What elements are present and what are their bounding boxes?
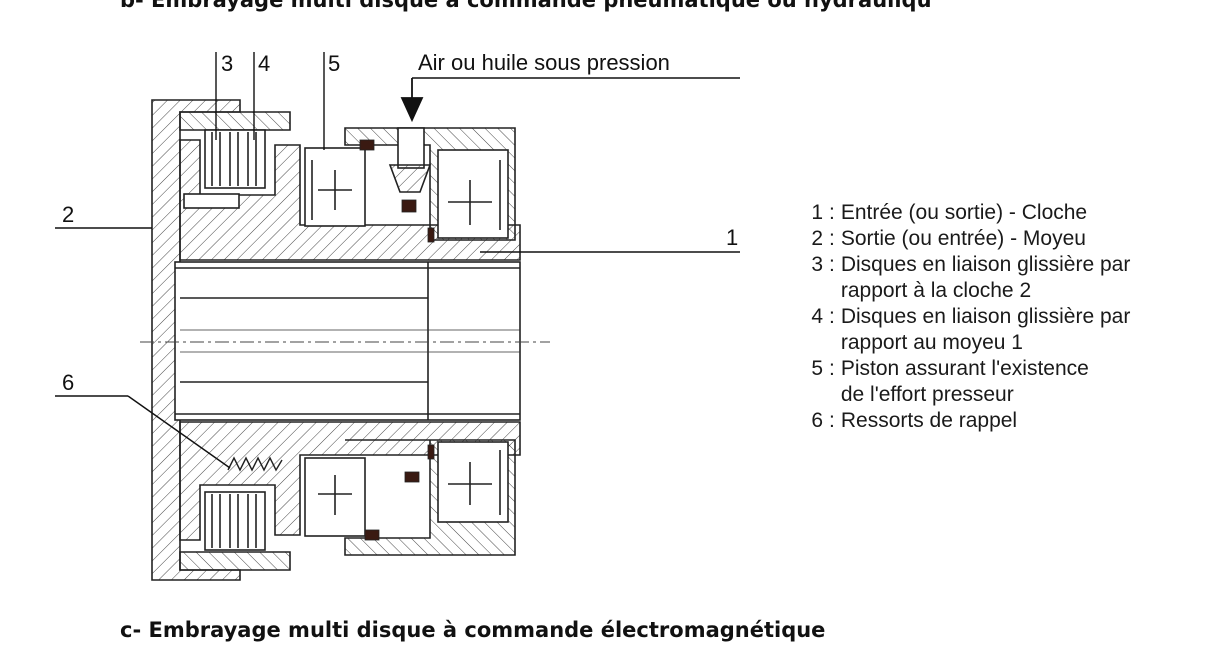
legend-text: Sortie (ou entrée) - Moyeu [840, 227, 1086, 250]
legend-item-5: 5 : Piston assurant l'existence de l'eff… [803, 356, 1130, 408]
legend-item-3: 3 : Disques en liaison glissière par rap… [803, 252, 1130, 304]
legend-num: 2 [811, 227, 823, 250]
legend-num: 3 [811, 253, 823, 276]
parts-legend: 1 : Entrée (ou sortie) - Cloche 2 : Sort… [803, 200, 1130, 434]
callout-3: 3 [221, 51, 233, 76]
legend-num: 4 [811, 305, 823, 328]
legend-sep: : [829, 357, 835, 380]
callout-4: 4 [258, 51, 270, 76]
section-heading-c: c- Embrayage multi disque à commande éle… [120, 618, 826, 642]
legend-num: 6 [811, 409, 823, 432]
legend-item-2: 2 : Sortie (ou entrée) - Moyeu [803, 226, 1130, 252]
legend-item-4: 4 : Disques en liaison glissière par rap… [803, 304, 1130, 356]
legend-text: Disques en liaison glissière par [840, 305, 1131, 328]
legend-item-6: 6 : Ressorts de rappel [803, 408, 1130, 434]
legend-text: Disques en liaison glissière par [840, 253, 1131, 276]
legend-text-block: Piston assurant l'existence de l'effort … [841, 356, 1089, 408]
legend-item-1: 1 : Entrée (ou sortie) - Cloche [803, 200, 1130, 226]
section-heading-b: b- Embrayage multi disque à commande pne… [120, 0, 932, 12]
callout-1: 1 [726, 225, 738, 250]
legend-sep: : [829, 201, 835, 224]
legend-text-cont: de l'effort presseur [840, 383, 1014, 406]
callout-5: 5 [328, 51, 340, 76]
legend-text-block: Disques en liaison glissière par rapport… [841, 252, 1130, 304]
legend-num: 5 [811, 357, 823, 380]
legend-sep: : [829, 305, 835, 328]
legend-text: Piston assurant l'existence [840, 357, 1089, 380]
legend-text-block: Disques en liaison glissière par rapport… [841, 304, 1130, 356]
legend-num: 1 [811, 201, 823, 224]
legend-sep: : [829, 253, 835, 276]
legend-text-cont: rapport au moyeu 1 [840, 331, 1023, 354]
legend-sep: : [829, 409, 835, 432]
callout-6: 6 [62, 370, 74, 395]
legend-text-cont: rapport à la cloche 2 [840, 279, 1032, 302]
pressure-label: Air ou huile sous pression [418, 50, 670, 75]
legend-text: Ressorts de rappel [840, 409, 1018, 432]
legend-sep: : [829, 227, 835, 250]
legend-text: Entrée (ou sortie) - Cloche [840, 201, 1088, 224]
callout-2: 2 [62, 202, 74, 227]
